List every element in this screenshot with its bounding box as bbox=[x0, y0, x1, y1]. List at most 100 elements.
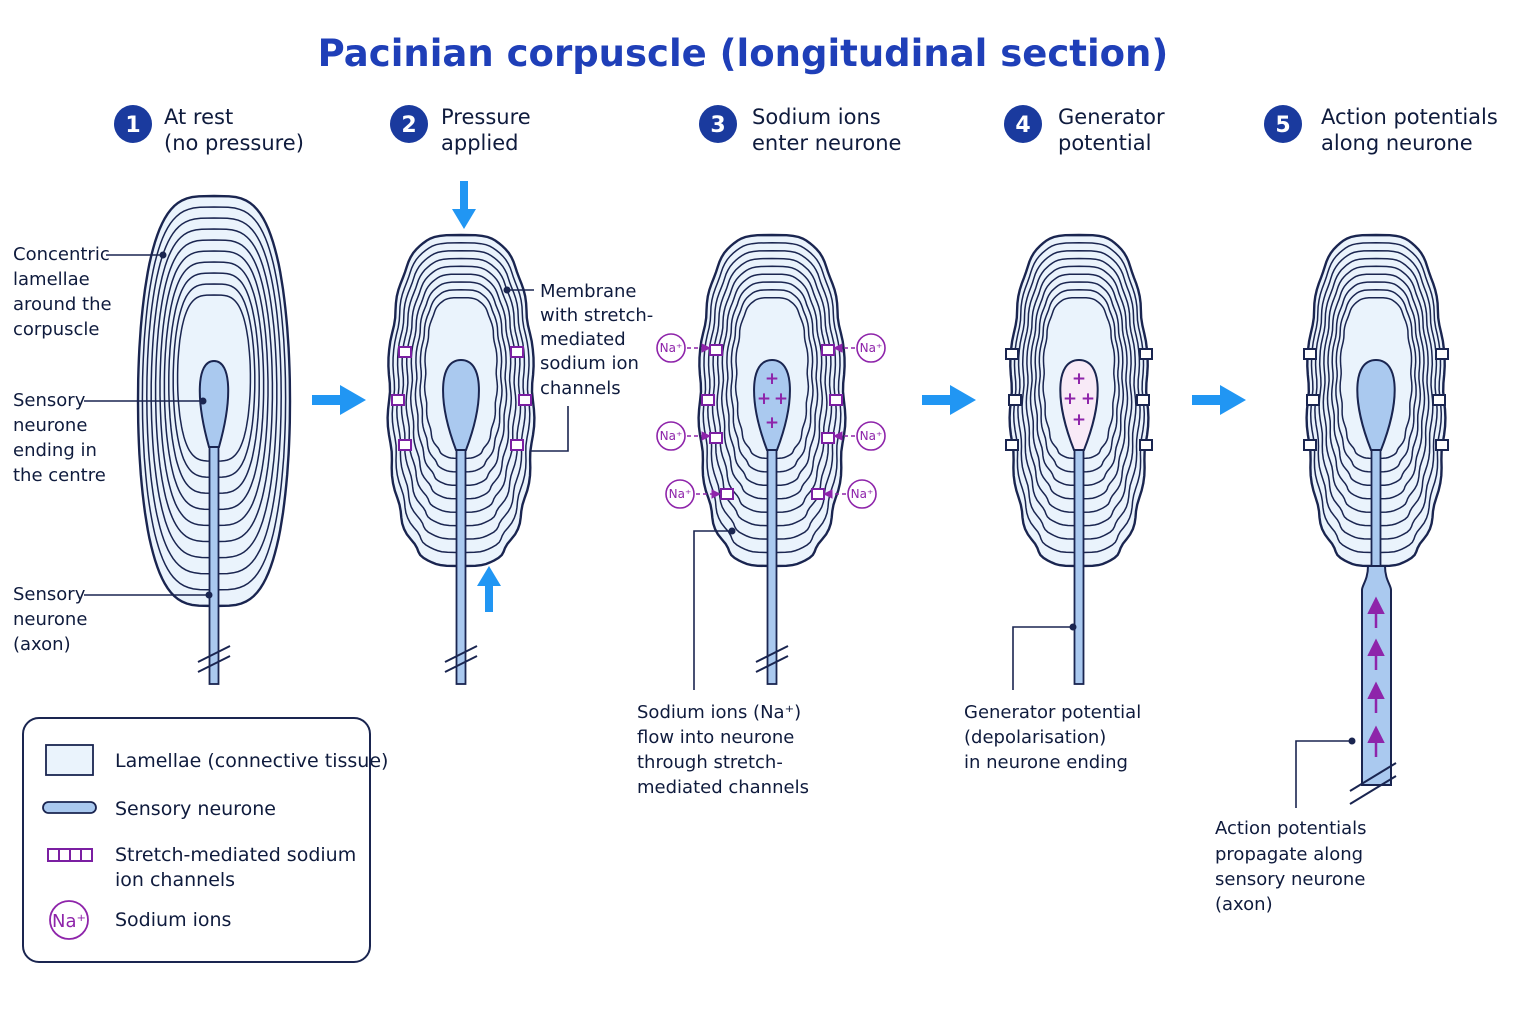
positive-charge: + bbox=[1072, 369, 1086, 389]
sensory-neurone-ending bbox=[1356, 358, 1396, 451]
legend-channels-label-2: ion channels bbox=[115, 869, 235, 891]
corpuscle-at-rest bbox=[136, 194, 292, 685]
sodium-channel bbox=[829, 394, 843, 406]
break-mark bbox=[197, 655, 231, 673]
annotation-sodium-flow-line-1: Sodium ions (Na⁺) bbox=[637, 702, 801, 723]
positive-charge: + bbox=[1081, 389, 1095, 409]
sodium-ion bbox=[856, 333, 886, 363]
sodium-channel bbox=[1136, 394, 1150, 406]
flow-arrow-1 bbox=[312, 385, 366, 415]
step-3-header: 3 Sodium ions enter neurone bbox=[699, 105, 901, 155]
positive-charge: + bbox=[774, 389, 788, 409]
step-3-badge bbox=[699, 105, 737, 143]
sodium-channel bbox=[701, 394, 715, 406]
annotation-axon: Sensory neurone (axon) bbox=[13, 584, 213, 655]
step-4-badge bbox=[1004, 105, 1042, 143]
legend-ion-swatch: Na⁺ bbox=[49, 900, 89, 940]
pressure-arrow-bottom bbox=[477, 566, 501, 612]
step-5-header: 5 Action potentials along neurone bbox=[1264, 105, 1498, 155]
sodium-channel bbox=[1435, 439, 1449, 451]
annotation-membrane-line-3: mediated bbox=[540, 329, 626, 350]
annotation-lamellae: Concentric lamellae around the corpuscle bbox=[13, 244, 167, 340]
step-3-subtitle: enter neurone bbox=[752, 131, 901, 155]
annotation-action-line-1: Action potentials bbox=[1215, 818, 1367, 839]
legend-neurone-swatch bbox=[42, 801, 97, 814]
break-mark bbox=[197, 645, 231, 663]
step-2-badge bbox=[390, 105, 428, 143]
annotation-ending: Sensory neurone ending in the centre bbox=[13, 390, 207, 486]
break-mark bbox=[444, 645, 478, 663]
annotation-action-line-4: (axon) bbox=[1215, 894, 1273, 915]
annotation-action-line-2: propagate along bbox=[1215, 844, 1363, 865]
sodium-channel bbox=[1435, 348, 1449, 360]
step-2-header: 2 Pressure applied bbox=[390, 105, 531, 155]
annotation-action-line-3: sensory neurone bbox=[1215, 869, 1365, 890]
sodium-channel bbox=[391, 394, 405, 406]
legend-lamellae-swatch bbox=[45, 744, 94, 776]
corpuscle-action-potentials bbox=[1303, 233, 1449, 805]
sodium-channel bbox=[821, 432, 835, 444]
step-5-subtitle: along neurone bbox=[1321, 131, 1473, 155]
sodium-channel bbox=[1303, 439, 1317, 451]
annotation-ending-line-4: the centre bbox=[13, 465, 106, 486]
sodium-ion bbox=[656, 421, 686, 451]
sodium-channel bbox=[1139, 348, 1153, 360]
break-mark bbox=[1349, 775, 1397, 805]
annotation-generator-line-2: (depolarisation) bbox=[964, 727, 1106, 748]
sodium-channel bbox=[1139, 439, 1153, 451]
sodium-channel bbox=[1306, 394, 1320, 406]
step-4-title: Generator bbox=[1058, 105, 1165, 129]
sodium-channel bbox=[510, 346, 524, 358]
annotation-sodium-flow-line-3: through stretch- bbox=[637, 752, 783, 773]
annotation-generator-line-1: Generator potential bbox=[964, 702, 1141, 723]
corpuscle-pressure-applied bbox=[386, 233, 536, 685]
sensory-neurone-ending bbox=[1059, 358, 1099, 451]
annotation-sodium-flow-line-4: mediated channels bbox=[637, 777, 809, 798]
sodium-ion-label: Na⁺ bbox=[660, 341, 683, 355]
legend-box bbox=[22, 717, 371, 963]
step-1-badge bbox=[114, 105, 152, 143]
annotation-sodium-flow: Sodium ions (Na⁺) flow into neurone thro… bbox=[637, 527, 809, 798]
annotation-sodium-flow-line-2: flow into neurone bbox=[637, 727, 794, 748]
legend-channels-label-1: Stretch-mediated sodium bbox=[115, 844, 356, 866]
sodium-channel bbox=[398, 346, 412, 358]
annotation-membrane-line-1: Membrane bbox=[540, 281, 636, 302]
break-mark bbox=[1349, 762, 1397, 792]
positive-charge: + bbox=[757, 389, 771, 409]
positive-charge: + bbox=[765, 413, 779, 433]
annotation-generator: Generator potential (depolarisation) in … bbox=[964, 623, 1141, 773]
break-mark bbox=[444, 655, 478, 673]
annotation-generator-line-3: in neurone ending bbox=[964, 752, 1128, 773]
legend-lamellae-label: Lamellae (connective tissue) bbox=[115, 750, 388, 772]
legend: Lamellae (connective tissue) Sensory neu… bbox=[22, 717, 388, 963]
sodium-ion bbox=[665, 479, 695, 509]
sodium-channel bbox=[1008, 394, 1022, 406]
axon bbox=[1073, 419, 1085, 685]
step-3-number: 3 bbox=[710, 113, 725, 138]
step-1-title: At rest bbox=[164, 105, 233, 129]
annotation-action: Action potentials propagate along sensor… bbox=[1215, 737, 1367, 915]
sodium-ion-label: Na⁺ bbox=[860, 341, 883, 355]
sodium-channel bbox=[720, 488, 734, 500]
step-5-title: Action potentials bbox=[1321, 105, 1498, 129]
annotation-lamellae-line-2: lamellae bbox=[13, 269, 90, 290]
sensory-neurone-ending bbox=[198, 359, 230, 448]
annotation-lamellae-line-1: Concentric bbox=[13, 244, 110, 265]
annotation-membrane-line-2: with stretch- bbox=[540, 305, 653, 326]
sodium-channel bbox=[709, 344, 723, 356]
break-mark bbox=[755, 655, 789, 673]
step-1-header: 1 At rest (no pressure) bbox=[114, 105, 304, 155]
step-4-subtitle: potential bbox=[1058, 131, 1151, 155]
annotation-lamellae-line-4: corpuscle bbox=[13, 319, 100, 340]
step-1-number: 1 bbox=[125, 113, 140, 138]
legend-ions-label: Sodium ions bbox=[115, 909, 231, 931]
sodium-channel bbox=[1303, 348, 1317, 360]
step-2-title: Pressure bbox=[441, 105, 531, 129]
sodium-ion bbox=[656, 333, 686, 363]
step-2-number: 2 bbox=[401, 113, 416, 138]
annotation-membrane: Membrane with stretch- mediated sodium i… bbox=[503, 281, 653, 452]
axon bbox=[455, 419, 467, 685]
axon bbox=[208, 416, 220, 685]
annotation-ending-line-2: neurone bbox=[13, 415, 87, 436]
